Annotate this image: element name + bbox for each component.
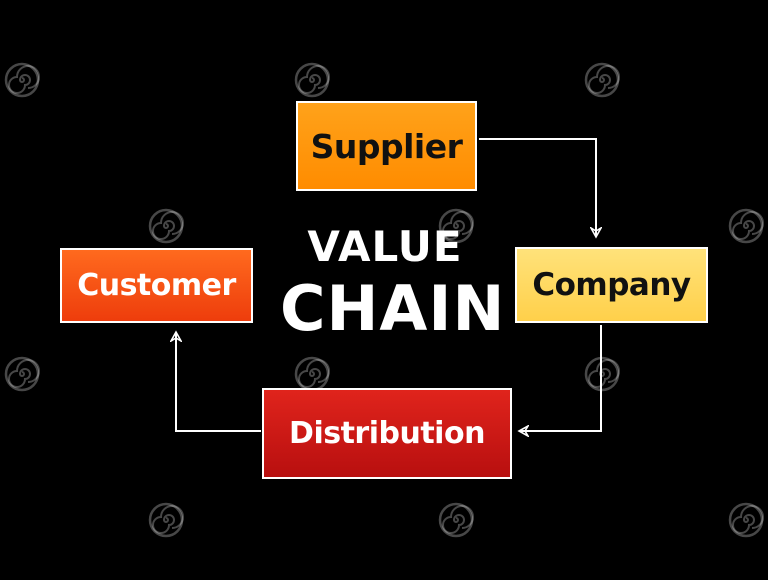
watermark-spiral-icon — [728, 208, 764, 244]
watermark-spiral-icon — [4, 62, 40, 98]
watermark-spiral-icon — [148, 208, 184, 244]
node-supplier-label: Supplier — [310, 126, 463, 166]
watermark-spiral-icon — [728, 502, 764, 538]
node-distribution-label: Distribution — [289, 416, 485, 451]
watermark-spiral-icon — [4, 356, 40, 392]
node-company: Company — [515, 247, 708, 323]
watermark-spiral-icon — [438, 208, 474, 244]
node-distribution: Distribution — [262, 388, 512, 479]
arrow-supplier-to-company — [479, 138, 596, 236]
node-customer-label: Customer — [77, 268, 236, 303]
watermark-spiral-icon — [438, 502, 474, 538]
watermark-spiral-icon — [294, 62, 330, 98]
title-line-2: CHAIN — [280, 272, 506, 345]
node-customer: Customer — [60, 248, 253, 323]
watermark-spiral-icon — [584, 62, 620, 98]
arrow-distribution-to-customer — [176, 333, 261, 432]
node-company-label: Company — [532, 267, 691, 303]
node-supplier: Supplier — [296, 101, 477, 191]
arrow-company-to-distribution — [520, 325, 602, 431]
title-line-1: VALUE — [307, 222, 463, 271]
watermark-spiral-icon — [148, 502, 184, 538]
